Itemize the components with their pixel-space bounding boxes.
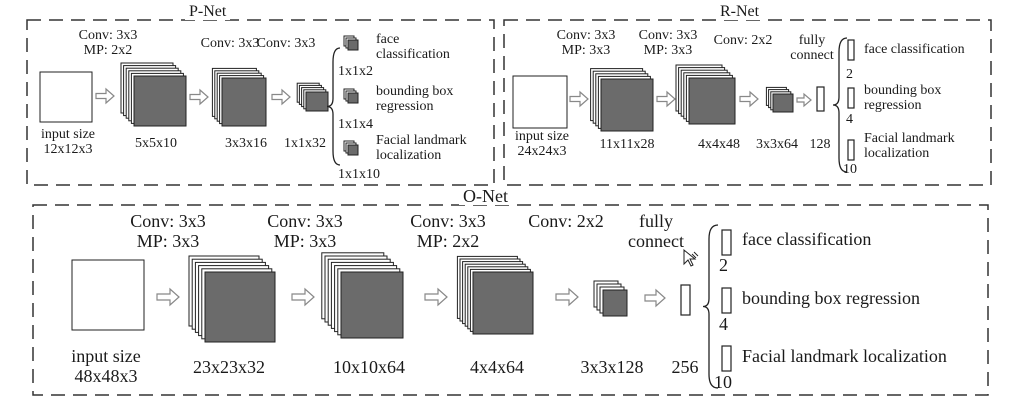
pnet-feature-map-2 <box>211 67 267 127</box>
onet-out2-label: bounding box regression <box>742 288 920 308</box>
pnet-feature-map-1 <box>120 62 187 127</box>
onet-out-bar-3 <box>721 345 732 372</box>
pnet-out-cube-1 <box>343 35 359 51</box>
pnet-frame <box>26 19 495 186</box>
pnet-map3-label: 1x1x32 <box>284 136 326 151</box>
rnet-map2-label: 4x4x48 <box>698 137 740 152</box>
rnet-map3-label: 3x3x64 <box>756 137 798 152</box>
rnet-feature-map-3 <box>765 86 794 113</box>
onet-feature-map-4 <box>593 280 628 317</box>
onet-fc-dim: 256 <box>671 357 699 377</box>
rnet-feature-map-2 <box>675 64 736 125</box>
onet-fc-bar <box>680 284 691 316</box>
pnet-output-brace <box>326 47 341 166</box>
pnet-arrow-2 <box>189 88 209 106</box>
onet-map4-label: 3x3x128 <box>580 357 644 377</box>
pnet-map1-label: 5x5x10 <box>135 136 177 151</box>
onet-out-bar-1 <box>721 229 732 256</box>
rnet-arrow-2 <box>656 90 676 108</box>
rnet-fc-dim: 128 <box>809 137 831 152</box>
onet-feature-map-1 <box>188 255 276 343</box>
rnet-arrow-3 <box>739 90 759 108</box>
rnet-out2-dim: 4 <box>846 112 853 127</box>
rnet-out-bar-2 <box>847 87 855 109</box>
pnet-conv3-label: Conv: 3x3 <box>256 36 316 51</box>
onet-out1-label: face classification <box>742 229 872 249</box>
rnet-output-brace <box>832 37 848 173</box>
pnet-out-cube-3 <box>343 140 359 156</box>
onet-title: O-Net <box>459 187 512 205</box>
onet-map3-label: 4x4x64 <box>470 357 524 377</box>
pnet-input-square <box>39 71 93 123</box>
onet-out3-dim: 10 <box>714 372 732 392</box>
onet-map1-label: 23x23x32 <box>193 357 265 377</box>
rnet-title: R-Net <box>716 4 764 20</box>
rnet-feature-map-1 <box>590 68 654 132</box>
rnet-out-bar-3 <box>847 139 855 161</box>
onet-feature-map-3 <box>456 255 534 335</box>
onet-out-bar-2 <box>721 287 732 314</box>
rnet-fc-bar <box>816 86 825 112</box>
onet-output-brace <box>702 224 719 389</box>
rnet-out3-dim: 10 <box>843 162 857 177</box>
rnet-frame <box>503 19 992 186</box>
onet-out2-dim: 4 <box>719 314 728 334</box>
rnet-arrow-4 <box>796 92 812 108</box>
onet-out1-dim: 2 <box>719 255 728 275</box>
rnet-out1-dim: 2 <box>846 67 853 82</box>
pnet-conv2-label: Conv: 3x3 <box>200 36 260 51</box>
pnet-arrow-3 <box>271 88 291 106</box>
onet-map2-label: 10x10x64 <box>333 357 405 377</box>
onet-out3-label: Facial landmark localization <box>742 346 947 366</box>
pnet-out-cube-2 <box>343 88 359 104</box>
pnet-arrow-1 <box>95 87 115 105</box>
onet-arrow-5 <box>644 288 666 308</box>
pnet-out3-dim: 1x1x10 <box>338 167 380 182</box>
rnet-input-square <box>512 75 568 129</box>
cursor-icon <box>683 248 699 267</box>
onet-arrow-3 <box>424 287 448 307</box>
onet-arrow-1 <box>156 287 180 307</box>
onet-feature-map-2 <box>321 252 404 339</box>
onet-arrow-2 <box>291 287 315 307</box>
rnet-arrow-1 <box>569 90 589 108</box>
onet-conv4-label: Conv: 2x2 <box>528 211 604 231</box>
rnet-out1-label: face classification <box>864 42 965 57</box>
pnet-out1-dim: 1x1x2 <box>338 64 373 79</box>
onet-arrow-4 <box>555 287 579 307</box>
rnet-out-bar-1 <box>847 39 855 61</box>
pnet-title: P-Net <box>185 4 231 20</box>
rnet-map1-label: 11x11x28 <box>599 137 655 152</box>
pnet-map2-label: 3x3x16 <box>225 136 267 151</box>
pnet-feature-map-3 <box>296 82 329 112</box>
rnet-conv3-label: Conv: 2x2 <box>713 33 773 48</box>
pnet-out2-dim: 1x1x4 <box>338 117 373 132</box>
onet-input-square <box>71 259 145 331</box>
